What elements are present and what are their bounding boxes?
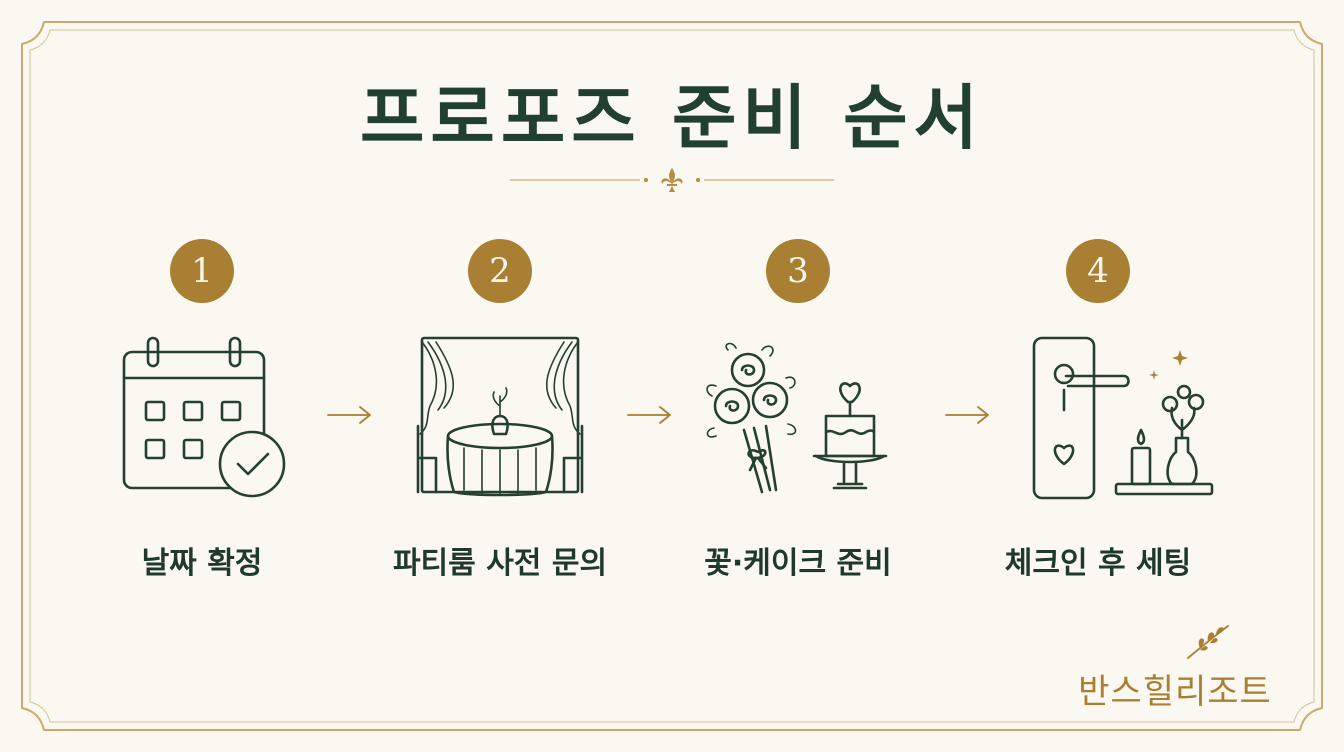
door-candle-vase-icon: [1032, 336, 1214, 500]
title-divider: [510, 168, 834, 192]
step-label: 파티룸 사전 문의: [392, 546, 608, 581]
brand-logo-text: 반스힐리조트: [1078, 672, 1272, 712]
step-number-badge: 2: [468, 239, 532, 303]
step-2: 2 파티룸 사전 문의: [360, 0, 640, 752]
step-3: 3 꽃·케이크 준비: [658, 0, 938, 752]
step-4: 4 체크인 후 세팅: [958, 0, 1238, 752]
step-number-badge: 3: [766, 239, 830, 303]
step-number-badge: 1: [170, 239, 234, 303]
arrow-right-icon: [627, 406, 671, 424]
flowers-cake-icon: [706, 342, 888, 494]
calendar-check-icon: [122, 336, 286, 498]
fleur-de-lis-icon: [661, 168, 683, 192]
page-title: 프로포즈 준비 순서: [360, 76, 984, 159]
step-1: 1 날짜 확정: [62, 0, 342, 752]
step-label: 꽃·케이크 준비: [704, 546, 892, 581]
arrow-right-icon: [945, 406, 989, 424]
laurel-branch-icon: [1187, 625, 1229, 659]
step-number-badge: 4: [1066, 239, 1130, 303]
arrow-right-icon: [327, 406, 371, 424]
step-label: 체크인 후 세팅: [1004, 546, 1192, 581]
party-room-table-icon: [416, 336, 584, 497]
step-label: 날짜 확정: [141, 546, 263, 581]
